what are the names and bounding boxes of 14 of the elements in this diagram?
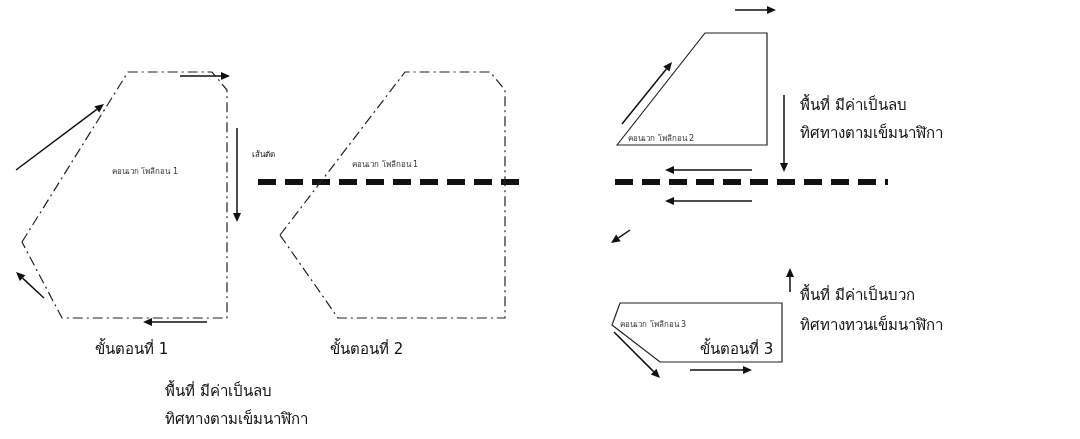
step-caption: ขั้นตอนที่ 3 [700, 340, 774, 358]
note-text: พื้นที่ มีค่าเป็นบวก [800, 286, 915, 304]
polygon-label: คอนเวก โพลีกอน 1 [110, 166, 180, 178]
note-text: พื้นที่ มีค่าเป็นลบ [800, 96, 907, 114]
step-caption: ขั้นตอนที่ 2 [330, 340, 404, 358]
polygon-label: คอนเวก โพลีกอน 3 [620, 319, 687, 331]
polygon-label: คอนเวก โพลีกอน 2 [628, 133, 695, 145]
polygon-label: คอนเวก โพลีกอน 1 [352, 159, 419, 171]
step-caption: ขั้นตอนที่ 1 [95, 340, 169, 358]
note-text: ทิศทางตามเข็มนาฬิกา [165, 410, 308, 428]
note-text: ทิศทางตามเข็มนาฬิกา [800, 124, 943, 142]
cutting-line-label: เส้นตัด [252, 150, 275, 160]
note-text: ทิศทางทวนเข็มนาฬิกา [800, 316, 943, 334]
note-text: พื้นที่ มีค่าเป็นลบ [165, 382, 272, 400]
